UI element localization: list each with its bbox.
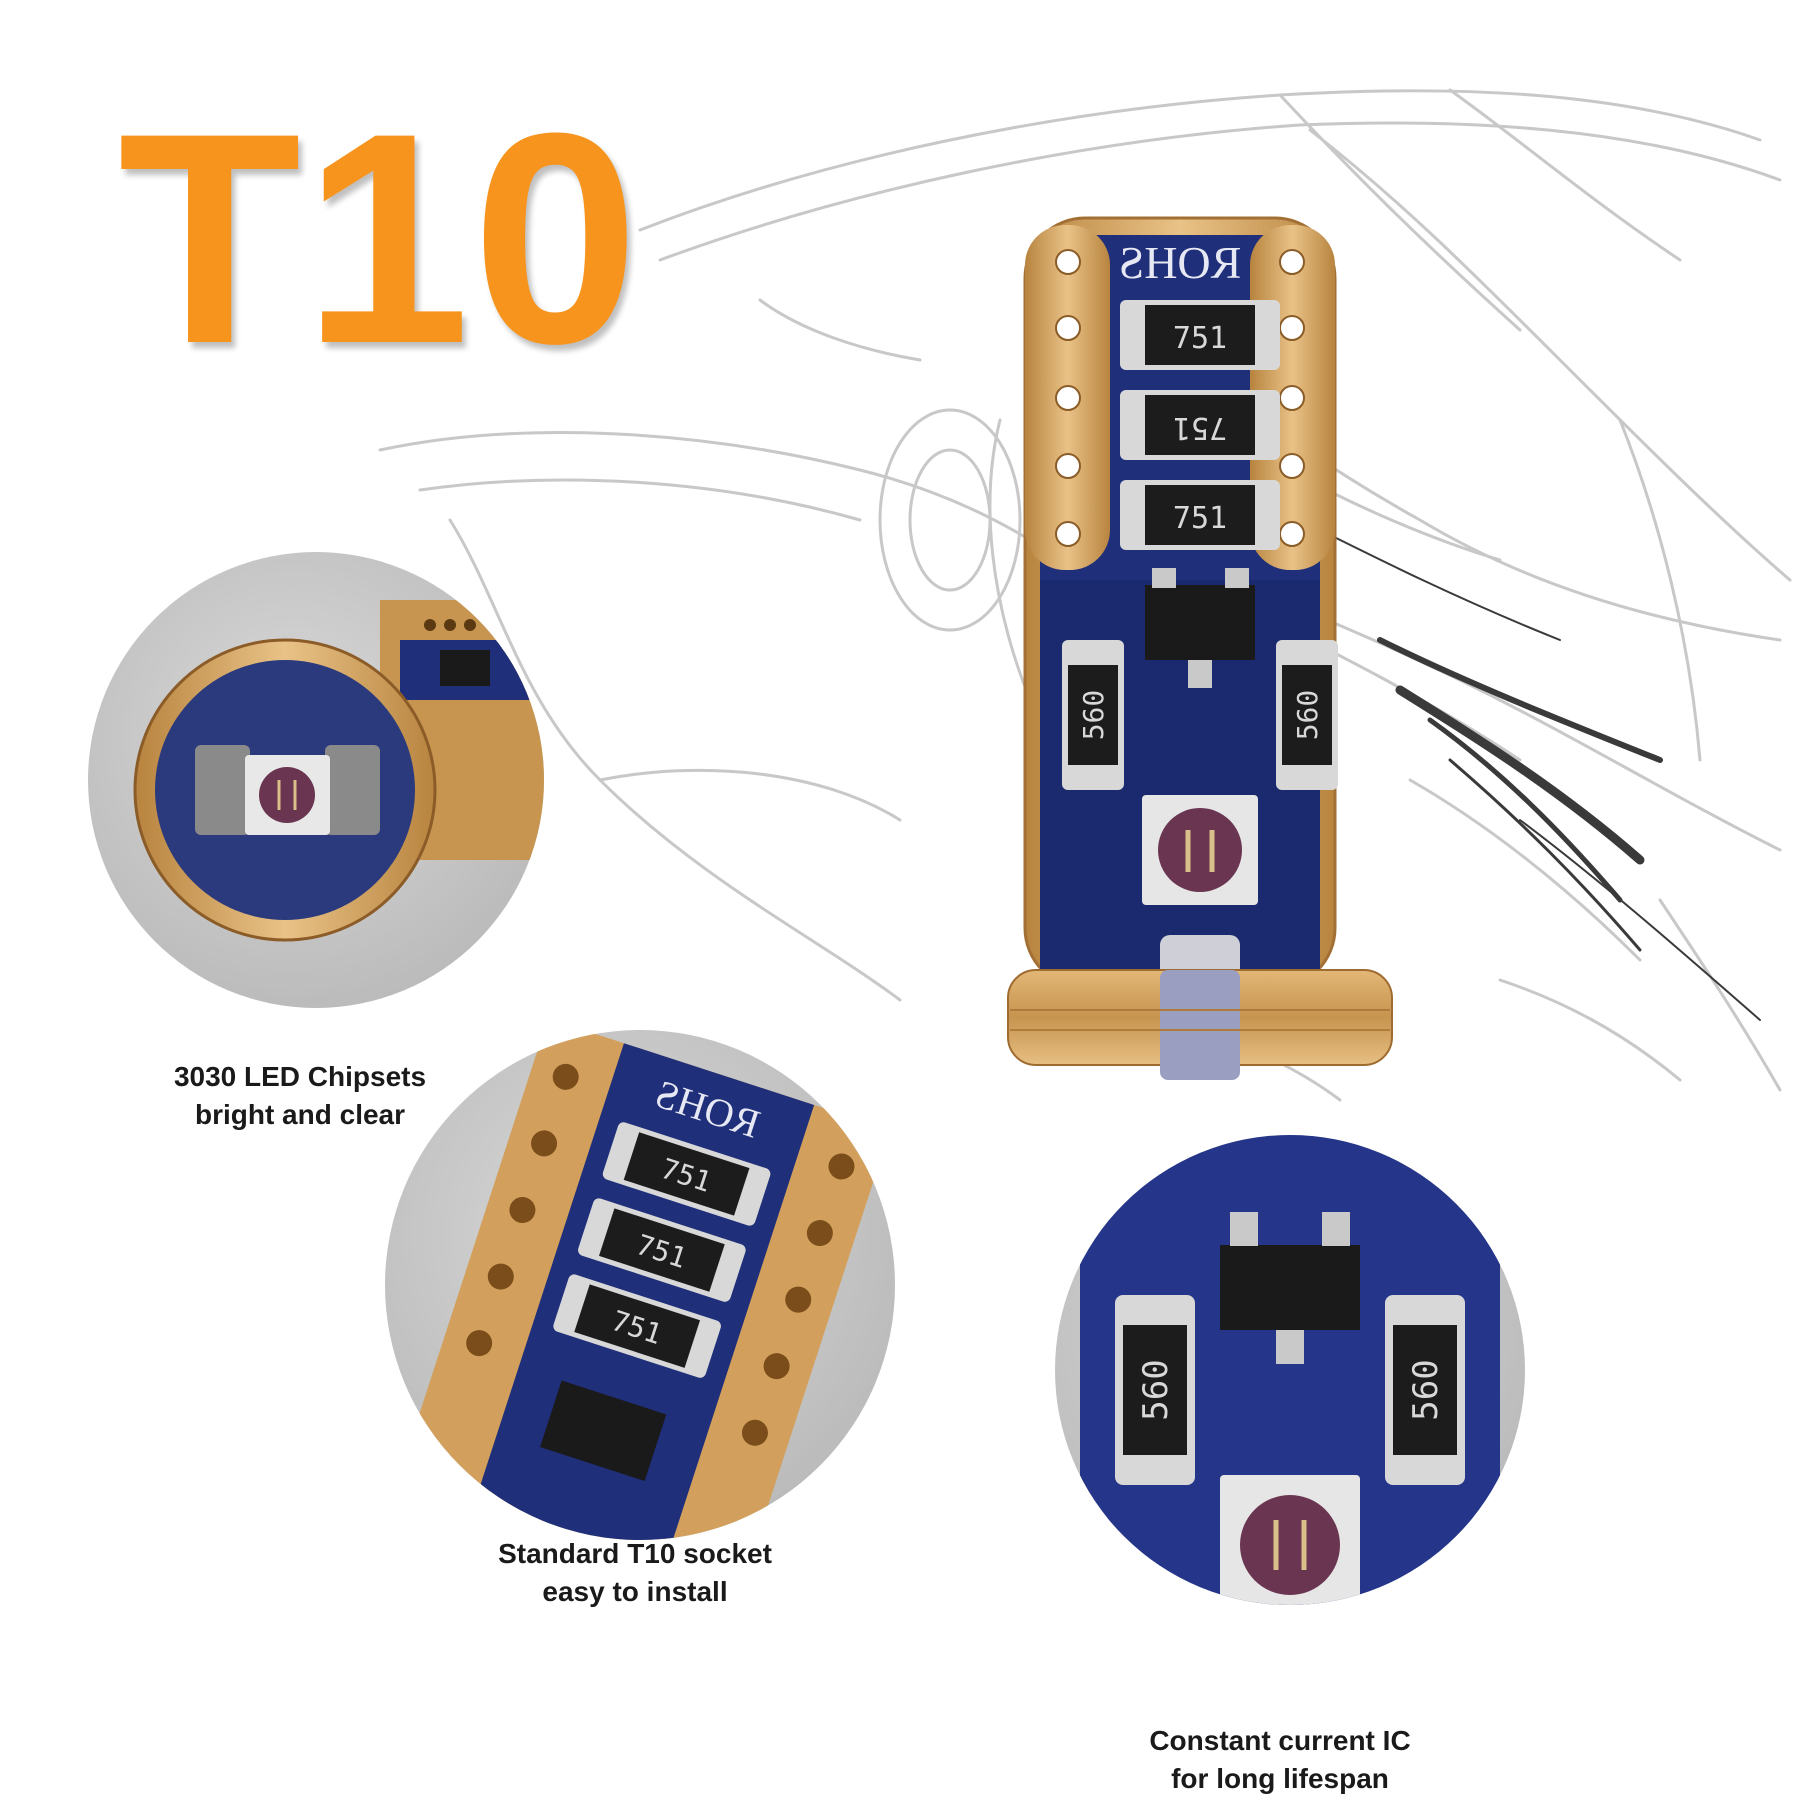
resistor-label: 560 <box>1077 690 1110 741</box>
resistor-label: 751 <box>1173 501 1227 536</box>
constant-current-ic <box>1145 568 1255 688</box>
resistor-label: 751 <box>1173 321 1227 356</box>
feature-caption-socket: Standard T10 socket easy to install <box>440 1535 830 1611</box>
detail-t10-socket: ROHS 751 751 751 <box>385 1030 895 1540</box>
led-bulb-main: ROHS 751 751 751 <box>1007 216 1393 1080</box>
caption-line: 3030 LED Chipsets <box>173 1061 427 1092</box>
led-chip-3030 <box>1142 795 1258 905</box>
resistor-stack: 751 751 751 <box>1120 300 1280 550</box>
side-resistors: 560 560 <box>1062 640 1338 790</box>
caption-line: bright and clear <box>194 1099 406 1130</box>
headline-title: T10 <box>118 70 641 406</box>
feature-caption-led-chipsets: 3030 LED Chipsets bright and clear <box>120 1058 480 1134</box>
resistor-label: 751 <box>1173 410 1227 445</box>
caption-line: Constant current IC <box>1149 1725 1411 1756</box>
detail-led-chipsets <box>88 552 544 1008</box>
detail-constant-current-ic: 560 560 <box>1055 1135 1525 1605</box>
caption-line: for long lifespan <box>1171 1763 1389 1794</box>
feature-caption-ic: Constant current IC for long lifespan <box>1100 1722 1460 1798</box>
resistor-label: 560 <box>1291 690 1324 741</box>
socket-band <box>1007 935 1393 1080</box>
car-interior-ink <box>1299 519 1761 1021</box>
caption-line: Standard T10 socket <box>498 1538 772 1569</box>
rohs-label: ROHS <box>1119 237 1242 288</box>
resistor-label: 560 <box>1136 1359 1176 1420</box>
caption-line: easy to install <box>542 1576 728 1607</box>
resistor-label: 560 <box>1406 1359 1446 1420</box>
